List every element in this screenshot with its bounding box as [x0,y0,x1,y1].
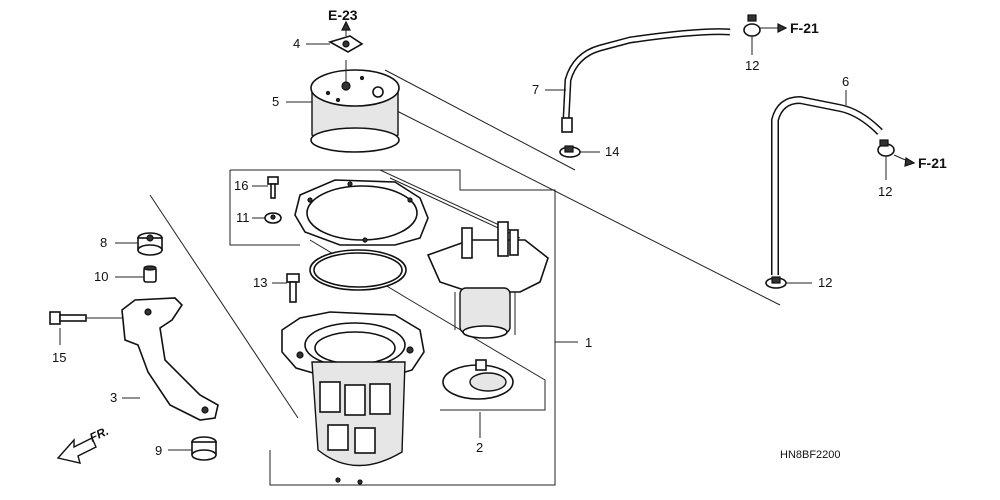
callout-15: 15 [52,350,66,365]
part-7-hose [561,28,731,133]
callout-5: 5 [272,94,279,109]
arrow-f21-right-icon [904,156,916,167]
part-12-clamp-top [743,14,761,37]
ref-f21-right: F-21 [918,155,947,171]
part-9-grommet [191,436,217,461]
ref-f21-top: F-21 [790,20,819,36]
callout-4: 4 [293,36,300,51]
callout-7: 7 [532,82,539,97]
ref-e23: E-23 [328,7,358,23]
part-12-clamp-right [877,139,895,157]
gasket-flange [294,179,429,246]
part-10-collar [143,265,157,283]
fuel-tank-body [281,311,425,485]
part-3-bracket [121,297,219,421]
o-ring [309,249,407,291]
callout-12-top: 12 [745,58,759,73]
fuel-pump-module [426,221,549,339]
part-8-grommet [137,232,163,256]
front-arrow-icon [56,437,97,464]
part-12-clamp-bottom [765,276,787,289]
arrow-f21-top-icon [777,23,788,33]
leader-lines [59,27,911,451]
part-13-bolt [286,273,300,303]
front-direction-indicator: FR. [56,424,111,464]
callout-10: 10 [94,269,108,284]
front-label: FR. [87,424,110,445]
callout-11: 11 [236,210,250,225]
callout-2: 2 [476,440,483,455]
part-5-cap [310,60,400,153]
callout-9: 9 [155,443,162,458]
diagram-code: HN8BF2200 [780,449,841,461]
callout-16: 16 [234,178,248,193]
callout-12-right: 12 [878,184,892,199]
callout-12-bottom: 12 [818,275,832,290]
callout-13: 13 [253,275,267,290]
callout-3: 3 [110,390,117,405]
callout-1: 1 [585,335,592,350]
callout-6: 6 [842,74,849,89]
part-4-bracket [327,20,364,53]
callout-14: 14 [605,144,619,159]
part-6-hose [771,95,883,275]
part-16-bolt [267,176,279,199]
callout-8: 8 [100,235,107,250]
part-14-clamp [559,145,581,158]
part-11-washer [264,212,282,224]
strainer [442,359,514,400]
part-15-bolt [49,311,122,325]
